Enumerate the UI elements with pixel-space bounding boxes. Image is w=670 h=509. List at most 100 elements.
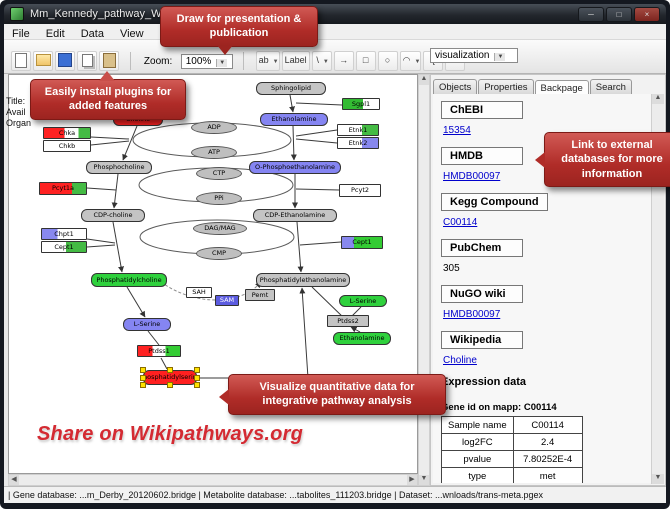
backpage-section: ChEBI 15354: [441, 100, 643, 136]
node-chpt1[interactable]: Chpt1: [41, 228, 87, 240]
titlebar[interactable]: Mm_Kennedy_pathway_WP1771_45176.gpml ─ □…: [4, 4, 666, 24]
node-o-phosphoethanolamine[interactable]: O-Phosphoethanolamine: [249, 161, 341, 174]
callout-text: Draw for presentation & publication: [176, 13, 302, 40]
panel-scrollbar[interactable]: ▲ ▼: [651, 94, 664, 484]
selection-handle[interactable]: [140, 382, 146, 388]
node-l-serine-left[interactable]: L-Serine: [123, 318, 171, 331]
paste-button[interactable]: [99, 51, 119, 71]
save-button[interactable]: [55, 51, 75, 71]
node-pcyt1a[interactable]: Pcyt1a: [39, 182, 87, 195]
menu-edit[interactable]: Edit: [45, 28, 65, 40]
tab-properties[interactable]: Properties: [478, 79, 534, 95]
node-sphingolipid[interactable]: Sphingolipid: [256, 82, 326, 95]
visualization-combobox[interactable]: visualization ▼: [430, 48, 518, 63]
tab-search[interactable]: Search: [589, 79, 632, 95]
backpage-external-link[interactable]: C00114: [443, 217, 478, 228]
node-phosphatidylcholine[interactable]: Phosphatidylcholine: [91, 273, 167, 287]
menu-view[interactable]: View: [119, 28, 144, 40]
copy-icon: [81, 53, 93, 67]
selection-handle[interactable]: [194, 382, 200, 388]
arc-tool[interactable]: ◠▼: [399, 51, 422, 71]
backpage-external-link[interactable]: HMDB00097: [443, 309, 501, 320]
node-ctp[interactable]: CTP: [196, 167, 242, 180]
rect-tool[interactable]: □: [355, 51, 376, 71]
node-ptdss2[interactable]: Ptdss2: [327, 315, 369, 327]
datanode-tool-icon: ab: [258, 55, 269, 65]
canvas-vertical-scrollbar[interactable]: ▲ ▼: [418, 74, 430, 486]
node-cept1-right[interactable]: Cept1: [341, 236, 383, 249]
scroll-down-button[interactable]: ▼: [652, 474, 664, 484]
node-etnk2[interactable]: Etnk2: [337, 137, 379, 149]
node-sah[interactable]: SAH: [186, 287, 212, 298]
minimize-button[interactable]: ─: [578, 6, 604, 22]
menu-file[interactable]: File: [12, 28, 30, 40]
node-pcyt2[interactable]: Pcyt2: [339, 184, 381, 197]
node-cdp-choline[interactable]: CDP-choline: [81, 209, 145, 222]
node-ethanolamine[interactable]: Ethanolamine: [260, 113, 328, 126]
chevron-down-icon[interactable]: ▼: [494, 53, 506, 61]
selection-handle[interactable]: [167, 382, 173, 388]
node-cdp-ethanolamine[interactable]: CDP-Ethanolamine: [253, 209, 337, 222]
chevron-down-icon[interactable]: ▼: [272, 59, 279, 65]
selection-handle[interactable]: [167, 367, 173, 373]
node-adp[interactable]: ADP: [191, 121, 237, 134]
new-file-button[interactable]: [11, 51, 31, 71]
node-dag-mag[interactable]: DAG/MAG: [193, 222, 247, 235]
maximize-button[interactable]: □: [606, 6, 632, 22]
canvas-horizontal-scrollbar[interactable]: ◀ ▶: [8, 474, 418, 486]
expression-cell: met: [512, 467, 583, 483]
node-phosphatidylethanolamine[interactable]: Phosphatidylethanolamine: [256, 273, 350, 287]
node-pemt[interactable]: Pemt: [245, 289, 275, 301]
node-etnk1[interactable]: Etnk1: [337, 124, 379, 136]
scroll-left-button[interactable]: ◀: [9, 475, 19, 485]
node-phosphocholine[interactable]: Phosphocholine: [86, 161, 152, 174]
chevron-down-icon[interactable]: ▼: [414, 59, 421, 65]
callout-arrow-icon: [535, 152, 545, 169]
node-ptdss1[interactable]: Ptdss1: [137, 345, 181, 357]
selection-handle[interactable]: [194, 367, 200, 373]
selection-handle[interactable]: [140, 367, 146, 373]
scroll-up-button[interactable]: ▲: [652, 94, 664, 104]
chevron-down-icon[interactable]: ▼: [216, 58, 228, 67]
node-chkb[interactable]: Chkb: [43, 140, 91, 152]
tab-objects[interactable]: Objects: [433, 79, 478, 95]
expression-cell: pvalue: [441, 450, 514, 468]
zoom-value: 100%: [185, 55, 212, 67]
callout-external-databases: Link to external databases for more info…: [535, 132, 670, 187]
line-tool[interactable]: \▼: [311, 51, 332, 71]
backpage-external-link[interactable]: Choline: [443, 355, 477, 366]
node-atp[interactable]: ATP: [191, 146, 237, 159]
callout-text: Visualize quantitative data for integrat…: [259, 381, 415, 408]
oval-tool[interactable]: ○: [377, 51, 398, 71]
node-chka[interactable]: Chka: [43, 127, 91, 139]
close-button[interactable]: ×: [634, 6, 660, 22]
tab-backpage[interactable]: Backpage: [534, 80, 589, 96]
callout-arrow-icon: [219, 388, 229, 405]
node-cmp[interactable]: CMP: [196, 247, 242, 260]
chevron-down-icon[interactable]: ▼: [322, 59, 329, 65]
scroll-right-button[interactable]: ▶: [407, 475, 417, 485]
zoom-combobox[interactable]: 100% ▼: [180, 53, 233, 69]
node-sam[interactable]: SAM: [215, 295, 239, 306]
node-cept1-left[interactable]: Cept1: [41, 241, 87, 253]
backpage-external-link[interactable]: HMDB00097: [443, 171, 501, 182]
node-ppi[interactable]: PPi: [196, 192, 242, 205]
label-tool[interactable]: Label: [281, 51, 310, 71]
backpage-section-header: ChEBI: [441, 101, 523, 119]
open-button[interactable]: [33, 51, 53, 71]
selection-handle[interactable]: [194, 374, 200, 381]
scroll-down-button[interactable]: ▼: [419, 475, 429, 485]
menu-data[interactable]: Data: [80, 28, 104, 40]
copy-button[interactable]: [77, 51, 97, 71]
backpage-external-link[interactable]: 15354: [443, 125, 471, 136]
node-sgpl1[interactable]: Sgpl1: [342, 98, 380, 110]
arrow-tool[interactable]: →: [333, 51, 354, 71]
selection-handle[interactable]: [140, 374, 146, 381]
node-ethanolamine-2[interactable]: Ethanolamine: [333, 332, 391, 345]
node-l-serine-right[interactable]: L-Serine: [339, 295, 387, 307]
datanode-tool[interactable]: ab▼: [255, 51, 280, 71]
scroll-up-button[interactable]: ▲: [419, 75, 429, 85]
visualization-value: visualization: [435, 50, 490, 61]
